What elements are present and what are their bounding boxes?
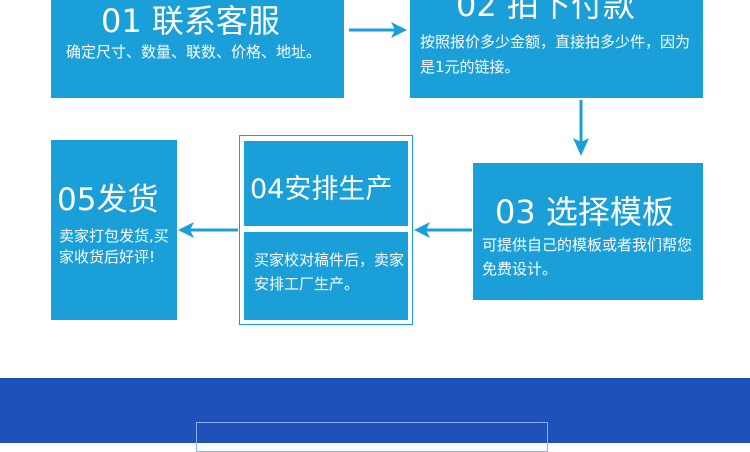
bottom-outline-box <box>196 422 548 452</box>
step-03-title: 03 选择模板 <box>495 193 674 231</box>
step-04-desc-box: 买家校对稿件后，卖家安排工厂生产。 <box>244 232 408 320</box>
step-01-title: 01 联系客服 <box>101 2 280 40</box>
arrow-left-icon <box>178 222 238 238</box>
step-01-box: 01 联系客服 确定尺寸、数量、联数、价格、地址。 <box>51 0 344 98</box>
bottom-banner <box>0 378 750 443</box>
arrow-left-icon <box>414 222 472 238</box>
step-05-box: 05发货 卖家打包发货,买家收货后好评! <box>51 140 177 320</box>
step-05-title: 05发货 <box>57 182 159 218</box>
step-01-desc: 确定尺寸、数量、联数、价格、地址。 <box>66 43 322 61</box>
step-03-box: 03 选择模板 可提供自己的模板或者我们帮您免费设计。 <box>473 163 703 300</box>
step-05-desc: 卖家打包发货,买家收货后好评! <box>59 227 169 266</box>
step-04-title-box: 04安排生产 <box>244 141 408 226</box>
arrow-right-icon <box>349 22 407 38</box>
step-02-desc: 按照报价多少金额，直接拍多少件，因为是1元的链接。 <box>420 33 691 76</box>
step-02-box: 02 拍下付款 按照报价多少金额，直接拍多少件，因为是1元的链接。 <box>410 0 703 98</box>
step-04-desc: 买家校对稿件后，卖家安排工厂生产。 <box>254 251 405 293</box>
step-03-desc: 可提供自己的模板或者我们帮您免费设计。 <box>482 236 693 278</box>
arrow-down-icon <box>573 100 589 156</box>
step-02-title: 02 拍下付款 <box>456 0 635 24</box>
step-04-title: 04安排生产 <box>250 174 393 205</box>
